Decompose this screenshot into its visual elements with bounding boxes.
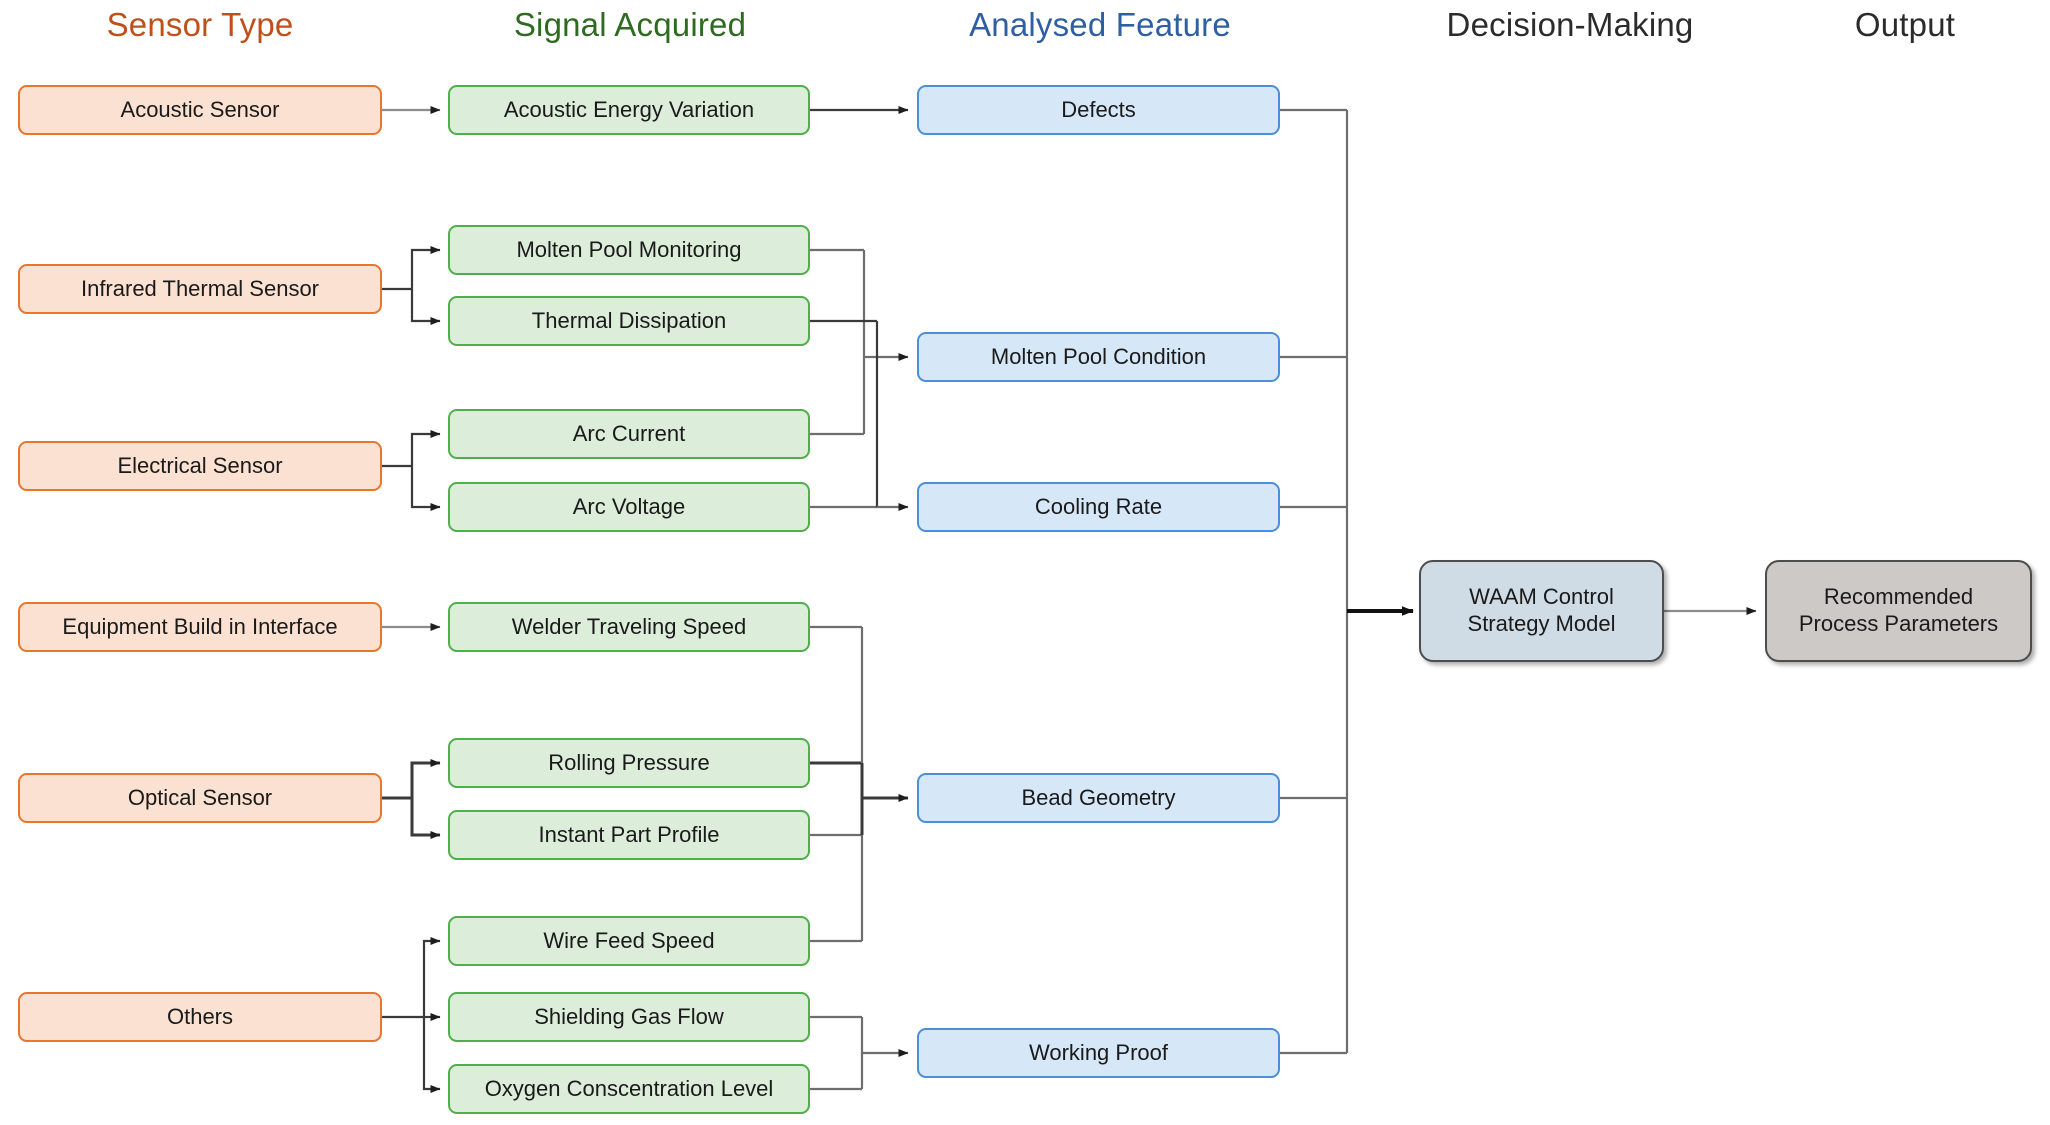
node-label: Recommended Process Parameters [1798,584,1999,636]
node-acoustic-energy-variation[interactable]: Acoustic Energy Variation [448,85,810,135]
link-others-to-wire-feed-speed [422,937,441,1017]
node-label: Wire Feed Speed [543,927,715,953]
node-working-proof[interactable]: Working Proof [917,1028,1280,1078]
column-header-analysed-feature: Analysed Feature [969,6,1231,43]
node-molten-pool-monitoring[interactable]: Molten Pool Monitoring [448,225,810,275]
link-optical-to-instant-part-profile [410,798,441,839]
column-header-decision-making: Decision-Making [1446,6,1694,43]
node-oxygen-concentration-level[interactable]: Oxygen Conscentration Level [448,1064,810,1114]
node-arc-current[interactable]: Arc Current [448,409,810,459]
node-label: Infrared Thermal Sensor [80,275,320,301]
node-label: Acoustic Energy Variation [503,96,755,122]
node-cooling-rate[interactable]: Cooling Rate [917,482,1280,532]
node-label: Instant Part Profile [538,821,720,847]
node-label: Molten Pool Condition [990,343,1207,369]
node-optical-sensor[interactable]: Optical Sensor [18,773,382,823]
node-wire-feed-speed[interactable]: Wire Feed Speed [448,916,810,966]
column-header-output: Output [1854,6,1956,43]
node-label: Acoustic Sensor [120,96,280,122]
node-label: Welder Traveling Speed [511,613,747,639]
node-instant-part-profile[interactable]: Instant Part Profile [448,810,810,860]
node-bead-geometry[interactable]: Bead Geometry [917,773,1280,823]
node-label: WAAM Control Strategy Model [1467,584,1616,636]
node-shielding-gas-flow[interactable]: Shielding Gas Flow [448,992,810,1042]
node-label: Shielding Gas Flow [534,1003,724,1029]
node-label: Bead Geometry [1021,784,1176,810]
link-electrical-to-arc-voltage [410,466,441,511]
node-label: Arc Current [572,420,686,446]
node-rolling-pressure[interactable]: Rolling Pressure [448,738,810,788]
node-defects[interactable]: Defects [917,85,1280,135]
node-label: Electrical Sensor [117,452,283,478]
node-arc-voltage[interactable]: Arc Voltage [448,482,810,532]
node-thermal-dissipation[interactable]: Thermal Dissipation [448,296,810,346]
column-header-sensor-type: Sensor Type [106,6,294,43]
node-label: Equipment Build in Interface [62,613,338,639]
node-label: Molten Pool Monitoring [516,236,742,262]
node-equipment-build-interface[interactable]: Equipment Build in Interface [18,602,382,652]
node-label: Oxygen Conscentration Level [484,1075,774,1101]
node-label: Defects [1061,96,1136,122]
node-recommended-process-parameters[interactable]: Recommended Process Parameters [1765,560,2032,662]
node-label: Arc Voltage [572,493,686,519]
link-electrical-to-arc-current [410,430,441,466]
node-waam-control-strategy-model[interactable]: WAAM Control Strategy Model [1419,560,1664,662]
link-optical-to-rolling-pressure [410,759,441,798]
node-welder-traveling-speed[interactable]: Welder Traveling Speed [448,602,810,652]
link-ir-to-thermal-dissipation [410,289,441,325]
node-label: Rolling Pressure [548,749,710,775]
node-others[interactable]: Others [18,992,382,1042]
node-label: Working Proof [1029,1039,1168,1065]
node-electrical-sensor[interactable]: Electrical Sensor [18,441,382,491]
node-label: Optical Sensor [127,784,273,810]
node-label: Others [166,1003,234,1029]
column-header-signal-acquired: Signal Acquired [513,6,747,43]
node-label: Thermal Dissipation [531,307,727,333]
node-acoustic-sensor[interactable]: Acoustic Sensor [18,85,382,135]
node-infrared-thermal-sensor[interactable]: Infrared Thermal Sensor [18,264,382,314]
node-label: Cooling Rate [1034,493,1163,519]
node-molten-pool-condition[interactable]: Molten Pool Condition [917,332,1280,382]
link-others-to-oxygen-level [422,1017,441,1093]
link-ir-to-molten-pool-monitoring [410,246,441,289]
